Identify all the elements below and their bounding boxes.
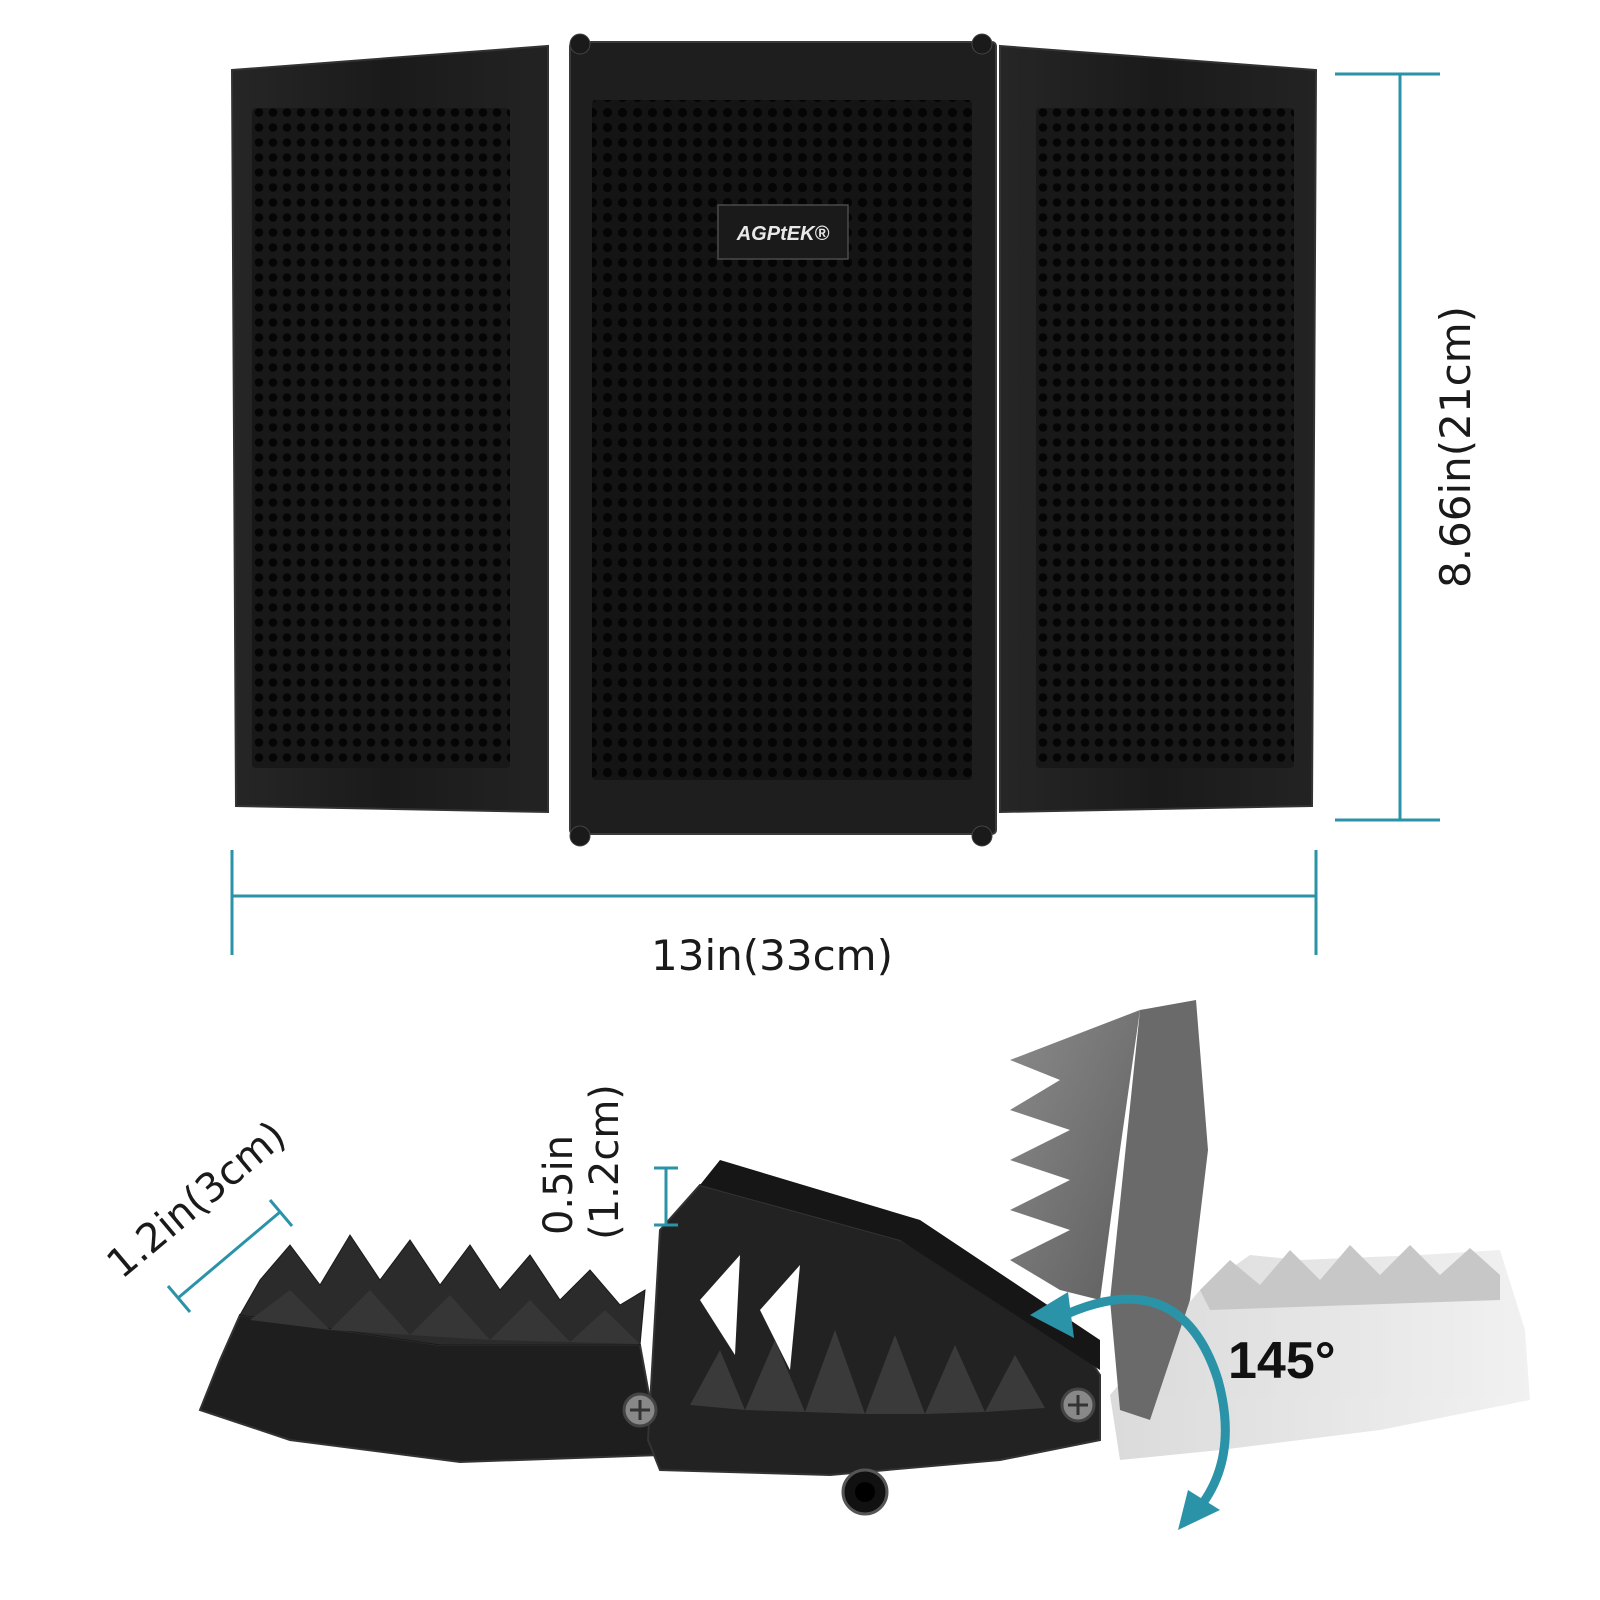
shield-top-view <box>198 1000 1530 1516</box>
ghost-panel-open <box>1110 1245 1530 1460</box>
hinge-bolt-icon <box>569 33 591 55</box>
width-dimension: 13in(33cm) <box>230 850 1318 980</box>
hinge-bolt-icon <box>971 33 993 55</box>
hinge-bolt-icon <box>569 825 591 847</box>
rotate-arrow-icon <box>1030 1292 1230 1530</box>
mount-hole-icon <box>841 1468 889 1516</box>
panel-thickness-label-line2: (1.2cm) <box>582 1084 628 1240</box>
right-panel <box>999 44 1318 814</box>
height-dimension: 8.66in(21cm) <box>1335 72 1480 822</box>
screw-icon <box>1060 1387 1096 1423</box>
shield-front-view: AGPtEK® <box>230 33 1318 847</box>
center-foam-panel <box>646 1160 1101 1477</box>
hinge-bolt-icon <box>971 825 993 847</box>
center-panel: AGPtEK® <box>569 41 997 835</box>
left-foam-panel <box>198 1234 662 1464</box>
brand-logo-text: AGPtEK® <box>736 223 830 245</box>
width-label: 13in(33cm) <box>651 931 893 980</box>
left-panel <box>230 44 549 814</box>
foam-thickness-label: 1.2in(3cm) <box>98 1112 294 1287</box>
height-label: 8.66in(21cm) <box>1431 306 1480 588</box>
fold-angle-label: 145° <box>1228 1332 1336 1390</box>
panel-thickness-label-line1: 0.5in <box>536 1135 582 1235</box>
brand-logo <box>717 204 849 260</box>
panel-thickness-dimension: 0.5in (1.2cm) <box>536 1084 678 1240</box>
screw-icon <box>622 1392 658 1428</box>
